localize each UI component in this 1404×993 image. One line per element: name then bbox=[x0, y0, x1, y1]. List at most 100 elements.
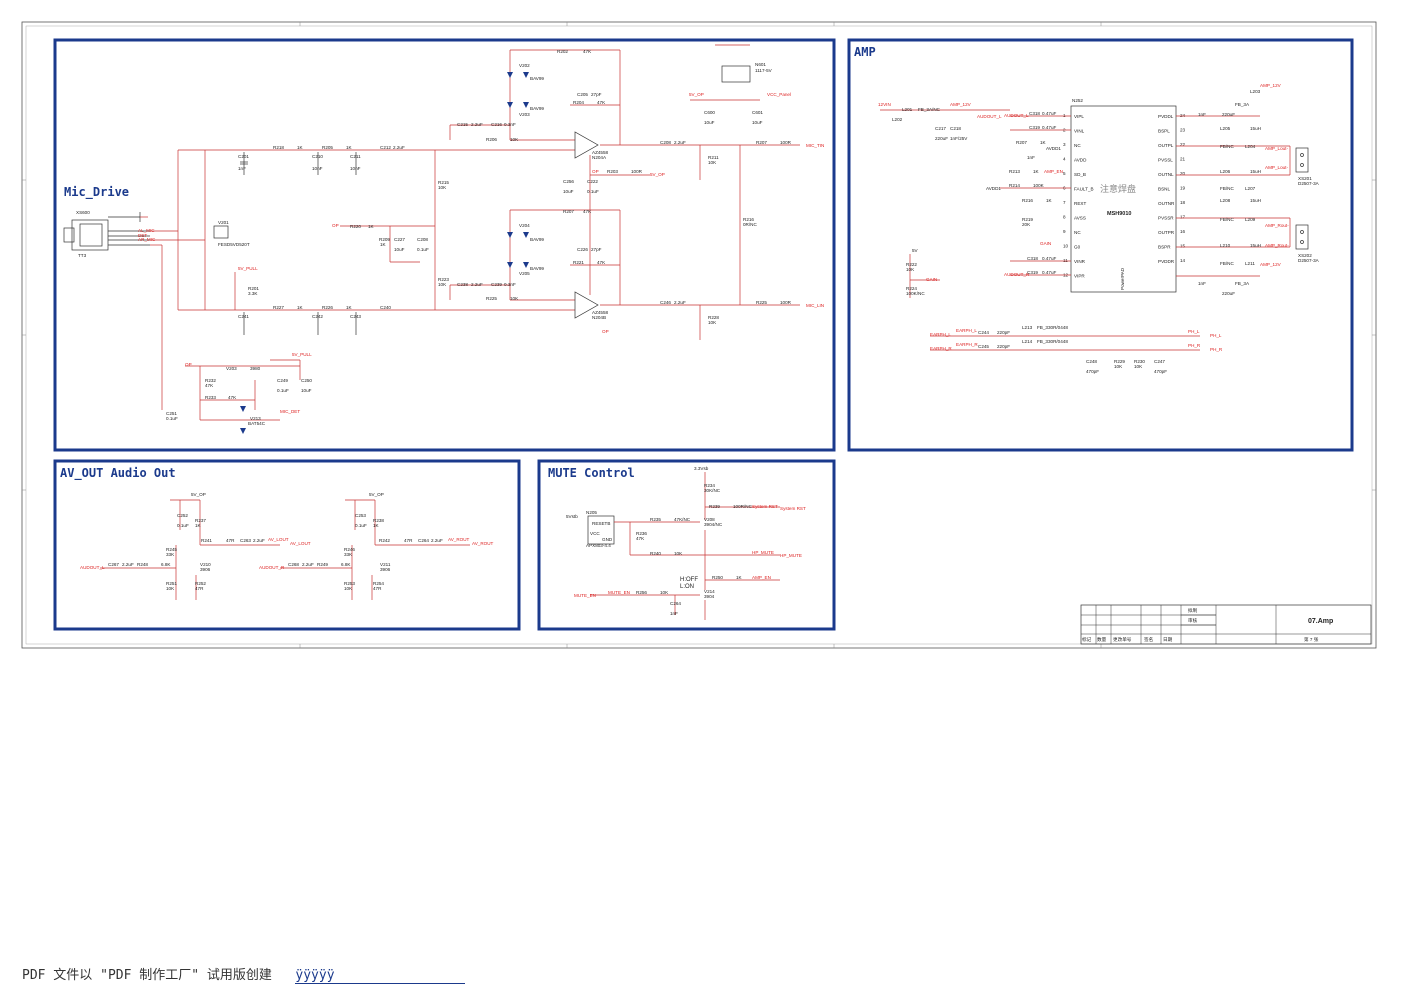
svg-text:1K: 1K bbox=[297, 145, 304, 150]
svg-text:XS201: XS201 bbox=[1298, 176, 1312, 181]
svg-text:AZ4558: AZ4558 bbox=[592, 150, 609, 155]
amp-right-pin: PVDDR bbox=[1158, 259, 1175, 264]
svg-text:R203: R203 bbox=[607, 169, 618, 174]
svg-text:47R: 47R bbox=[404, 538, 413, 543]
svg-text:C226: C226 bbox=[577, 247, 588, 252]
svg-text:R237: R237 bbox=[195, 518, 206, 523]
svg-text:10K: 10K bbox=[510, 137, 519, 142]
svg-text:注意焊盘: 注意焊盘 bbox=[1100, 183, 1136, 195]
amp-right-pin-number: 22 bbox=[1180, 142, 1186, 147]
svg-text:C245: C245 bbox=[978, 344, 989, 349]
svg-text:R216: R216 bbox=[743, 217, 754, 222]
svg-text:100R: 100R bbox=[780, 140, 792, 145]
svg-text:R207: R207 bbox=[1016, 140, 1027, 145]
svg-text:10K: 10K bbox=[708, 320, 717, 325]
svg-text:30K/NC: 30K/NC bbox=[704, 488, 721, 493]
svg-text:AMP_12V: AMP_12V bbox=[950, 102, 972, 107]
svg-text:L210: L210 bbox=[1220, 243, 1231, 248]
svg-text:MSH9010: MSH9010 bbox=[1107, 211, 1131, 217]
amp-right-pin-number: 24 bbox=[1180, 113, 1186, 118]
svg-text:VCC_Panel: VCC_Panel bbox=[767, 92, 791, 97]
svg-text:C244: C244 bbox=[978, 330, 989, 335]
svg-text:R220: R220 bbox=[350, 224, 361, 229]
svg-text:PH_L: PH_L bbox=[1188, 329, 1200, 334]
svg-text:AMP_Rout-: AMP_Rout- bbox=[1265, 243, 1289, 248]
svg-text:10K: 10K bbox=[510, 296, 519, 301]
svg-text:C253: C253 bbox=[355, 513, 366, 518]
svg-text:R256: R256 bbox=[636, 590, 647, 595]
svg-text:C211: C211 bbox=[350, 154, 361, 159]
svg-text:V203: V203 bbox=[519, 112, 530, 117]
svg-text:EARPH_L: EARPH_L bbox=[930, 332, 951, 337]
svg-text:N205: N205 bbox=[586, 510, 597, 515]
svg-text:L207: L207 bbox=[1245, 186, 1256, 191]
svg-text:2.2uF: 2.2uF bbox=[302, 562, 314, 567]
amp-left-pin: NC bbox=[1074, 230, 1081, 235]
svg-text:R214: R214 bbox=[1009, 183, 1020, 188]
svg-text:L214: L214 bbox=[1022, 339, 1033, 344]
svg-text:10K: 10K bbox=[1114, 364, 1123, 369]
svg-text:BAV99: BAV99 bbox=[530, 76, 544, 81]
svg-text:100R/NC: 100R/NC bbox=[733, 504, 753, 509]
svg-text:C246: C246 bbox=[660, 300, 671, 305]
svg-text:R242: R242 bbox=[379, 538, 390, 543]
amp-right-pin: BSNL bbox=[1158, 187, 1170, 192]
svg-text:1nF: 1nF bbox=[1198, 281, 1206, 286]
svg-text:V214: V214 bbox=[704, 589, 715, 594]
svg-text:H:OFF: H:OFF bbox=[680, 577, 698, 583]
svg-text:3.3K: 3.3K bbox=[248, 291, 258, 296]
svg-text:2.2uF: 2.2uF bbox=[674, 300, 686, 305]
svg-text:10uF: 10uF bbox=[394, 247, 405, 252]
svg-text:C249: C249 bbox=[277, 378, 288, 383]
amp-left-pin: VIPR bbox=[1074, 274, 1085, 279]
svg-text:R223: R223 bbox=[438, 277, 449, 282]
svg-text:0R/NC: 0R/NC bbox=[743, 222, 757, 227]
svg-text:1nF: 1nF bbox=[1027, 155, 1035, 160]
svg-text:10nF: 10nF bbox=[312, 166, 323, 171]
amp-right-pin: PVDDL bbox=[1158, 114, 1174, 119]
svg-text:10K: 10K bbox=[438, 185, 447, 190]
svg-text:15uH: 15uH bbox=[1250, 243, 1261, 248]
svg-text:5V_OP: 5V_OP bbox=[191, 492, 206, 497]
svg-text:L208: L208 bbox=[1220, 198, 1231, 203]
svg-text:R207: R207 bbox=[563, 209, 574, 214]
svg-text:0.1uF: 0.1uF bbox=[166, 416, 178, 421]
amp-chip bbox=[1070, 105, 1177, 293]
svg-text:R222: R222 bbox=[906, 262, 917, 267]
svg-text:C247: C247 bbox=[1154, 359, 1165, 364]
amp-left-pin: VINL bbox=[1074, 129, 1085, 134]
svg-text:C240: C240 bbox=[380, 305, 391, 310]
svg-text:FB_330R/0448: FB_330R/0448 bbox=[1037, 339, 1068, 344]
amp-right-pin: BSPL bbox=[1158, 129, 1170, 134]
svg-text:R236: R236 bbox=[636, 531, 647, 536]
svg-text:审核: 审核 bbox=[1188, 617, 1198, 624]
svg-text:RESETB: RESETB bbox=[592, 521, 610, 526]
svg-text:100K: 100K bbox=[1033, 183, 1045, 188]
pdf-footer: PDF 文件以 "PDF 制作工厂" 试用版创建 ÿÿÿÿÿ bbox=[22, 964, 466, 984]
svg-text:2.2uF: 2.2uF bbox=[253, 538, 265, 543]
svg-text:R206: R206 bbox=[486, 137, 497, 142]
svg-text:AV_LOUT: AV_LOUT bbox=[290, 541, 311, 546]
svg-text:PH_R: PH_R bbox=[1188, 343, 1201, 348]
svg-text:L205: L205 bbox=[1220, 126, 1231, 131]
svg-text:0.3nF: 0.3nF bbox=[504, 282, 516, 287]
svg-text:220uF: 220uF bbox=[1222, 291, 1235, 296]
svg-text:签名: 签名 bbox=[1144, 636, 1153, 643]
svg-text:R218: R218 bbox=[273, 145, 284, 150]
svg-text:BAV99: BAV99 bbox=[530, 237, 544, 242]
svg-text:470pF: 470pF bbox=[1086, 369, 1099, 374]
svg-text:C264: C264 bbox=[418, 538, 429, 543]
footer-link[interactable]: ÿÿÿÿÿ bbox=[295, 968, 466, 984]
svg-text:System RST: System RST bbox=[780, 506, 806, 511]
svg-text:R240: R240 bbox=[650, 551, 661, 556]
svg-text:AV_LOUT: AV_LOUT bbox=[268, 537, 289, 542]
svg-text:R216: R216 bbox=[1022, 198, 1033, 203]
svg-text:1K: 1K bbox=[368, 224, 375, 229]
svg-text:R230: R230 bbox=[1134, 359, 1145, 364]
svg-text:R219: R219 bbox=[1022, 217, 1033, 222]
svg-text:10nF: 10nF bbox=[350, 166, 361, 171]
svg-text:C318: C318 bbox=[1027, 256, 1038, 261]
svg-text:2.2uF: 2.2uF bbox=[393, 145, 405, 150]
svg-text:R211: R211 bbox=[708, 155, 719, 160]
